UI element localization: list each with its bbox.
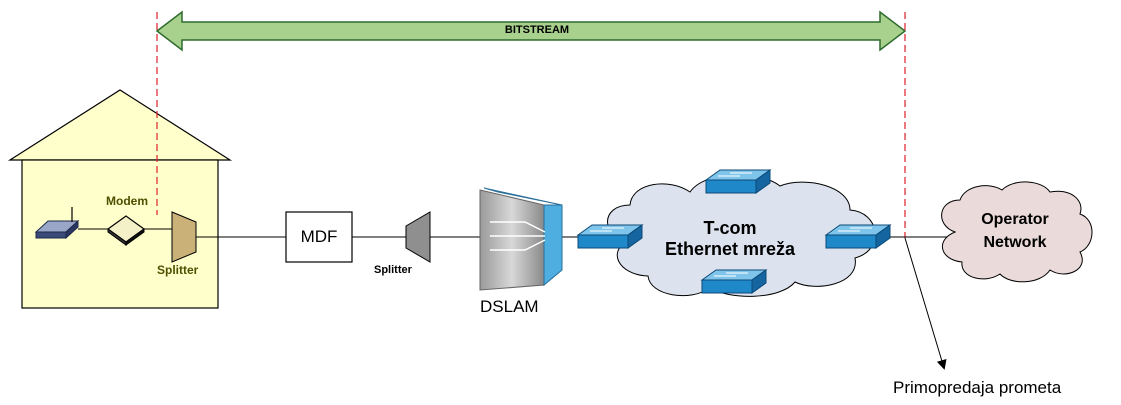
bitstream-label: BITSTREAM [504,24,570,36]
modem-label: Modem [106,194,148,208]
handover-arrow [904,237,947,370]
tcom-label-line1: T-com [703,218,757,238]
operator-label-line2: Network [983,234,1047,251]
tcom-label-line2: Ethernet mreža [664,239,796,259]
switch-icon-left [576,224,644,249]
operator-label-line1: Operator [981,211,1049,228]
switch-icon-top [704,169,772,194]
splitter-line-label: Splitter [374,264,412,276]
operator-cloud [941,181,1093,283]
switch-icon-right [824,224,892,249]
modem-icon [106,215,146,246]
connection-lines [78,228,952,238]
house-roof [7,89,233,161]
handover-label: Primopredaja prometa [893,378,1062,397]
bitstream-arrow [155,10,907,52]
splitter-icon-line [405,211,431,263]
dslam-icon [479,187,563,291]
splitter-icon-home [171,211,197,263]
mdf-box [285,211,353,263]
mdf-label: MDF [300,227,338,246]
splitter-home-label: Splitter [157,263,199,277]
router-icon [34,207,80,240]
dslam-label: DSLAM [480,297,539,316]
switch-icon-bottom [700,269,768,294]
